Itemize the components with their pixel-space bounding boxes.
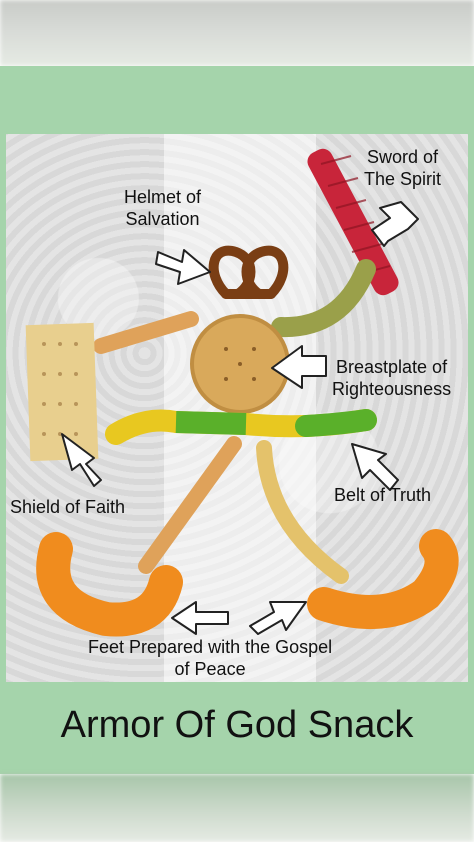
page-caption: Armor Of God Snack [60, 704, 414, 746]
label-helmet-line2: Salvation [125, 209, 200, 229]
label-feet-line2: of Peace [174, 659, 246, 679]
arrow-sword-icon [371, 201, 419, 247]
label-feet-prepared: Feet Prepared with the Gospel of Peace [88, 636, 332, 680]
blurred-top-background [0, 0, 474, 66]
arrow-belt-icon [351, 443, 399, 491]
label-belt-of-truth: Belt of Truth [334, 484, 431, 506]
label-breastplate-line2: Righteousness [332, 379, 452, 399]
label-breastplate-line1: Breastplate of [336, 357, 448, 377]
label-helmet-of-salvation: Helmet of Salvation [124, 186, 201, 230]
arrow-shield-icon [61, 433, 102, 487]
snack-figure [25, 148, 459, 637]
label-sword-line2: The Spirit [364, 169, 442, 189]
arrow-right-foot-icon [249, 601, 307, 635]
left-leg-veggie-straw [138, 436, 242, 574]
left-arm-veggie-straw [93, 311, 199, 354]
blurred-bottom-background [0, 774, 474, 842]
label-shield-line1: Shield of Faith [10, 497, 126, 517]
label-helmet-line1: Helmet of [124, 187, 202, 207]
left-foot-cheese-puff [36, 532, 183, 637]
label-belt-line1: Belt of Truth [334, 485, 432, 505]
label-breastplate-of-righteousness: Breastplate of Righteousness [332, 356, 451, 400]
arrow-breastplate-icon [271, 345, 327, 389]
label-feet-line1: Feet Prepared with the Gospel [88, 637, 333, 657]
pretzel-helmet [208, 245, 289, 299]
label-sword-of-the-spirit: Sword of The Spirit [364, 146, 441, 190]
arrow-helmet-icon [155, 249, 211, 285]
label-shield-of-faith: Shield of Faith [10, 496, 125, 518]
right-arm-veggie-straw [271, 259, 376, 338]
round-cracker-breastplate [190, 314, 290, 414]
right-foot-cheese-puff [307, 529, 459, 629]
arrow-left-foot-icon [171, 601, 229, 635]
gummy-worm-belt [105, 409, 377, 445]
snack-photo: Sword of The Spirit Helmet of Salvation … [6, 134, 468, 682]
cracker-shield [25, 322, 99, 462]
right-leg-veggie-straw [256, 440, 349, 584]
label-sword-line1: Sword of [366, 147, 439, 167]
